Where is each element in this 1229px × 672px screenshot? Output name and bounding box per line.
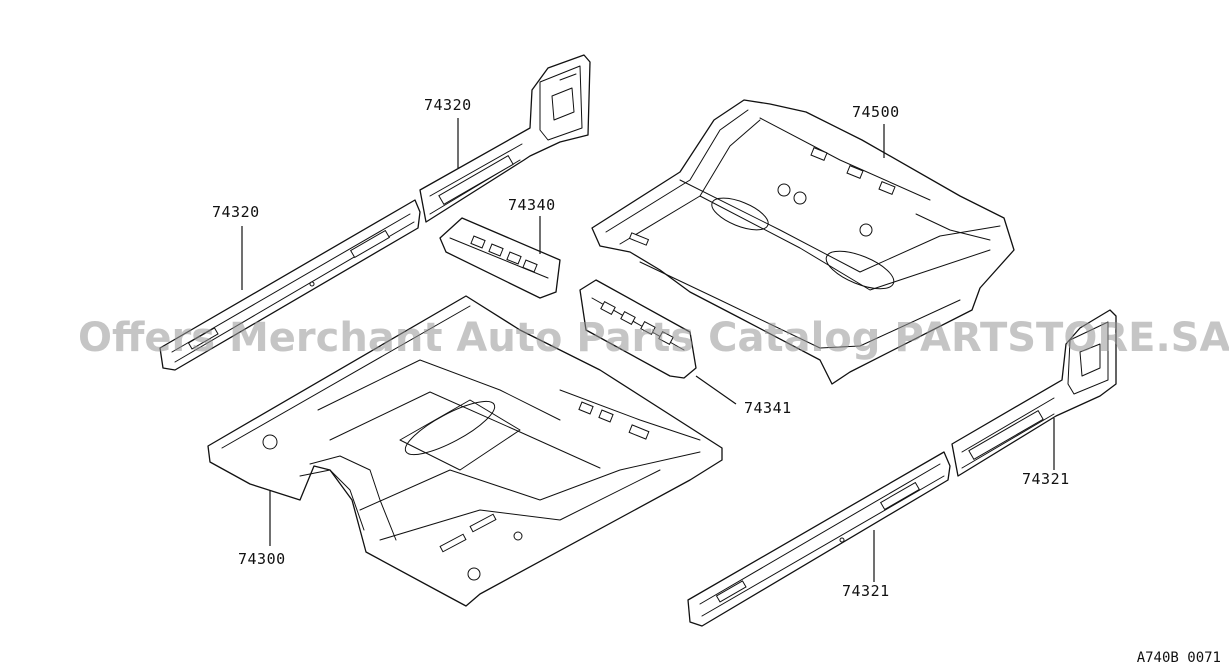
callout-74320-rear[interactable]: 74320	[424, 96, 472, 114]
callout-74341[interactable]: 74341	[744, 399, 792, 417]
part-74320-front-sill[interactable]	[159, 199, 421, 371]
part-74340-cross-member[interactable]	[439, 217, 561, 299]
part-74320-rear-sill[interactable]	[419, 54, 591, 223]
part-74300-front-floor[interactable]	[207, 295, 723, 607]
callout-74321-front[interactable]: 74321	[842, 582, 890, 600]
callout-74321-rear[interactable]: 74321	[1022, 470, 1070, 488]
callout-74500[interactable]: 74500	[852, 103, 900, 121]
part-74321-front-sill[interactable]	[687, 451, 951, 627]
callout-74340[interactable]: 74340	[508, 196, 556, 214]
part-74341-cross-member[interactable]	[579, 279, 697, 379]
callout-74320-front[interactable]: 74320	[212, 203, 260, 221]
callout-74300[interactable]: 74300	[238, 550, 286, 568]
part-74321-rear-sill[interactable]	[951, 309, 1117, 477]
watermark-text: Offers Merchant Auto Parts Catalog PARTS…	[78, 315, 1229, 361]
diagram-code: A740B 0071	[1136, 650, 1221, 666]
part-74500-rear-floor[interactable]	[591, 99, 1015, 385]
leader-74341	[695, 375, 737, 405]
